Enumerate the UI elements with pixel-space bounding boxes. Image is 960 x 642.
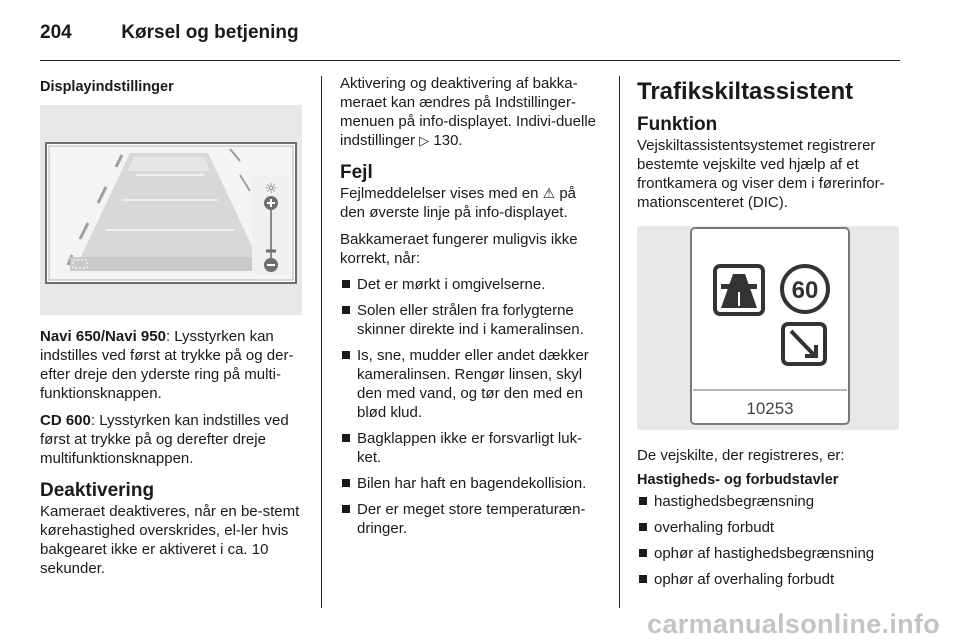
- list-item: overhaling forbudt: [637, 518, 907, 537]
- traffic-sign-assistant-heading: Trafikskiltassistent: [637, 78, 854, 105]
- column-1: Displayindstillinger ☼: [40, 74, 305, 578]
- camera-malfunction-intro: Bakkameraet fungerer muligvis ikke korre…: [340, 231, 578, 267]
- error-text-a: Fejlmeddelelser vises med en: [340, 185, 539, 202]
- registered-signs-intro: De vejskilte, der registreres, er:: [637, 447, 845, 464]
- end-of-restriction-sign-icon: [781, 322, 827, 366]
- navi-brightness-text: : Lysstyrken kan indstilles ved først at…: [40, 328, 294, 402]
- column-divider-1: [321, 76, 322, 608]
- list-item: Bagklappen ikke er forsvarligt luk-ket.: [340, 429, 605, 467]
- cd600-model-label: CD 600: [40, 412, 91, 429]
- activation-paragraph: Aktivering og deaktivering af bakka-mera…: [340, 74, 605, 150]
- speed-limit-sign-icon: 60: [780, 264, 830, 314]
- page-title: Kørsel og betjening: [121, 22, 299, 43]
- cd600-brightness-text: : Lysstyrken kan indstilles ved først at…: [40, 412, 289, 467]
- watermark: carmanualsonline.info: [647, 609, 940, 639]
- column-3: Trafikskiltassistent Funktion Vejskiltas…: [637, 74, 907, 589]
- signs-list: hastighedsbegrænsning overhaling forbudt…: [637, 492, 907, 589]
- list-item: Det er mørkt i omgivelserne.: [340, 275, 605, 294]
- dic-sign-figure: 60 10253: [637, 226, 899, 430]
- motorway-sign-icon: [713, 264, 765, 316]
- speed-signs-list-title: Hastigheds- og forbudstavler: [637, 472, 839, 488]
- list-item: Bilen har haft en bagendekollision.: [340, 474, 605, 493]
- brightness-sun-icon: ☼: [265, 181, 278, 197]
- navi-model-label: Navi 650/Navi 950: [40, 328, 166, 345]
- deactivation-heading: Deaktivering: [40, 480, 155, 501]
- error-paragraph: Fejlmeddelelser vises med en ⚠ på den øv…: [340, 184, 605, 222]
- page-number: 204: [40, 22, 72, 43]
- cd600-brightness-paragraph: CD 600: Lysstyrken kan indstilles ved fø…: [40, 411, 305, 468]
- error-heading: Fejl: [340, 162, 373, 183]
- warning-triangle-icon: ⚠: [542, 185, 556, 201]
- figure-code: 10253: [746, 399, 793, 418]
- function-subheading: Funktion: [637, 114, 718, 135]
- list-item: Is, sne, mudder eller andet dækker kamer…: [340, 346, 605, 422]
- camera-view-illustration: ☼: [45, 142, 297, 284]
- page-ref-icon: ▷: [419, 133, 430, 148]
- function-paragraph: Vejskiltassistentsystemet registrerer be…: [637, 137, 885, 211]
- list-item: ophør af overhaling forbudt: [637, 570, 907, 589]
- dic-display-illustration: 60 10253: [690, 227, 850, 425]
- list-item: Solen eller strålen fra forlygterne skin…: [340, 301, 605, 339]
- list-item: ophør af hastighedsbegrænsning: [637, 544, 907, 563]
- list-item: hastighedsbegrænsning: [637, 492, 907, 511]
- page-ref-number: 130.: [433, 132, 463, 149]
- malfunction-list: Det er mørkt i omgivelserne. Solen eller…: [340, 275, 605, 538]
- activation-text: Aktivering og deaktivering af bakka-mera…: [340, 75, 596, 149]
- column-divider-2: [619, 76, 620, 608]
- navi-brightness-paragraph: Navi 650/Navi 950: Lysstyrken kan indsti…: [40, 327, 305, 403]
- deactivation-paragraph: Kameraet deaktiveres, når en be-stemt kø…: [40, 503, 300, 577]
- error-text-b: på den øverste linje på info-displayet.: [340, 185, 577, 221]
- column-2: Aktivering og deaktivering af bakka-mera…: [340, 74, 605, 538]
- header-rule: [40, 60, 900, 61]
- speed-limit-value: 60: [792, 277, 819, 304]
- page-header: 204 Kørsel og betjening: [40, 22, 299, 44]
- display-settings-heading: Displayindstillinger: [40, 79, 174, 95]
- camera-display-figure: ☼: [40, 105, 302, 315]
- list-item: Der er meget store temperaturæn-dringer.: [340, 500, 605, 538]
